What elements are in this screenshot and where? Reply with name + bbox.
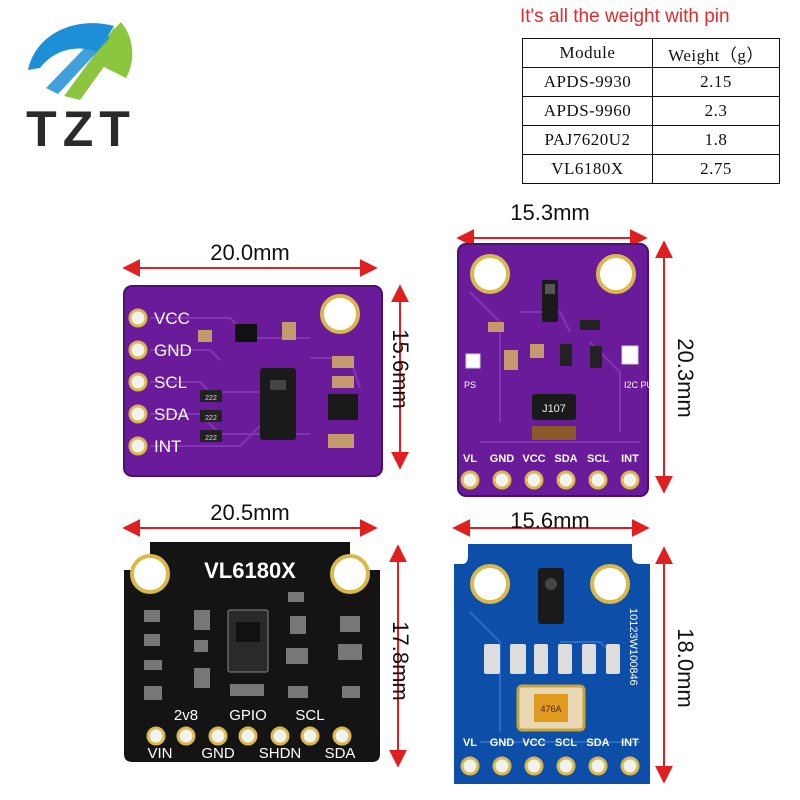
- pin-label: SCL: [154, 373, 187, 392]
- weight-cell: 2.3: [652, 96, 780, 126]
- weight-table-header-row: Module Weight（g）: [522, 38, 780, 68]
- pin-label: GND: [490, 737, 515, 749]
- pin-pads: [146, 726, 352, 746]
- vl6180x-height-label: 17.8mm: [388, 621, 413, 701]
- sensor-chip: [260, 368, 296, 440]
- silk-label: 2v8: [174, 707, 198, 724]
- silk-label: SDA: [325, 745, 356, 762]
- weight-cell: 2.75: [652, 154, 780, 184]
- board-paj7620-graphic: 476A 10123W100846 VL GND VCC SCL SDA INT: [452, 519, 673, 784]
- chip-label: J107: [542, 403, 566, 415]
- pin-label: SDA: [554, 453, 577, 465]
- tzt-logo: TZT: [6, 8, 156, 158]
- mounting-hole: [470, 564, 510, 604]
- pin-label: SCL: [555, 737, 577, 749]
- header-module: Module: [522, 38, 653, 68]
- pin-pads: [128, 308, 148, 456]
- paj7620-width-label: 15.6mm: [510, 508, 590, 533]
- weight-table: Module Weight（g） APDS-9930 2.15 APDS-996…: [522, 38, 780, 184]
- header-weight: Weight（g）: [652, 38, 780, 68]
- pin-label: VCC: [154, 309, 190, 328]
- i2c-silk: I2C PU: [624, 380, 653, 390]
- transistor: [235, 324, 257, 342]
- pin-pads: [460, 470, 640, 490]
- vl6180x-width-label: 20.5mm: [210, 500, 290, 525]
- mounting-hole: [590, 564, 630, 604]
- brand-name: TZT: [26, 101, 136, 157]
- apds9930-width-label: 20.0mm: [210, 240, 290, 265]
- mounting-hole: [320, 294, 360, 334]
- weight-cell: 2.15: [652, 67, 780, 97]
- pin-pads: [460, 756, 640, 776]
- resistor-label: 222: [205, 435, 217, 442]
- pin-label: SDA: [154, 405, 190, 424]
- weight-cell: 1.8: [652, 125, 780, 155]
- pin-label: GND: [490, 453, 515, 465]
- module-cell: APDS-9960: [522, 96, 653, 126]
- pin-label: VCC: [522, 737, 545, 749]
- pin-label: SCL: [587, 453, 609, 465]
- sensor-chip: [538, 568, 564, 624]
- module-cell: APDS-9930: [522, 67, 653, 97]
- board-title: VL6180X: [204, 558, 296, 583]
- resistor-label: 222: [205, 415, 217, 422]
- module-cell: VL6180X: [522, 154, 653, 184]
- resistor-label: 222: [205, 395, 217, 402]
- weight-table-title: It's all the weight with pin: [520, 6, 730, 27]
- mounting-hole: [596, 254, 636, 294]
- table-row: APDS-9960 2.3: [522, 96, 780, 126]
- ps-silk: PS: [464, 380, 476, 390]
- pin-label: INT: [621, 453, 639, 465]
- pin-label: INT: [621, 737, 639, 749]
- apds9930-height-label: 15.6mm: [388, 329, 413, 409]
- table-row: PAJ7620U2 1.8: [522, 125, 780, 155]
- silk-label: SHDN: [259, 745, 302, 762]
- board-apds9930-graphic: 222 222 222 VCC GND SCL SDA INT: [122, 259, 409, 477]
- table-row: VL6180X 2.75: [522, 154, 780, 184]
- board-apds9930: 222 222 222 VCC GND SCL SDA INT: [110, 238, 420, 488]
- pin-label: VL: [463, 737, 477, 749]
- board-vl6180x: VL6180X 2v8 GPIO SCL: [110, 518, 420, 798]
- apds9960-width-label: 15.3mm: [510, 200, 590, 225]
- mounting-hole: [470, 254, 510, 294]
- silk-label: GPIO: [229, 707, 267, 724]
- module-cell: PAJ7620U2: [522, 125, 653, 155]
- side-silk: 10123W100846: [627, 608, 639, 686]
- board-apds9960: J107 PS I2C PU VL GND VCC SDA SCL INT: [440, 222, 680, 502]
- board-apds9960-graphic: J107 PS I2C PU VL GND VCC SDA SCL INT: [456, 229, 673, 497]
- paj7620-height-label: 18.0mm: [673, 628, 698, 708]
- mounting-hole: [130, 554, 170, 594]
- pin-label: SDA: [586, 737, 609, 749]
- pcb-purple: [124, 286, 382, 476]
- pin-label: VL: [463, 453, 477, 465]
- silk-label: GND: [201, 745, 235, 762]
- table-row: APDS-9930 2.15: [522, 67, 780, 97]
- silk-label: SCL: [295, 707, 324, 724]
- board-vl6180x-graphic: VL6180X 2v8 GPIO SCL: [122, 519, 407, 768]
- silk-label: VIN: [147, 745, 172, 762]
- pin-label: VCC: [522, 453, 545, 465]
- pcb-purple: [458, 244, 648, 496]
- pin-label: INT: [154, 437, 181, 456]
- regulator: [532, 394, 576, 420]
- tzt-logo-mark: [28, 22, 133, 100]
- mounting-hole: [330, 554, 370, 594]
- board-paj7620: 476A 10123W100846 VL GND VCC SCL SDA INT: [440, 512, 680, 798]
- apds9960-height-label: 20.3mm: [673, 338, 698, 418]
- pcb-blue: [454, 544, 650, 784]
- regulator: [328, 394, 358, 420]
- capacitor-label: 476A: [540, 704, 561, 714]
- pin-label: GND: [154, 341, 192, 360]
